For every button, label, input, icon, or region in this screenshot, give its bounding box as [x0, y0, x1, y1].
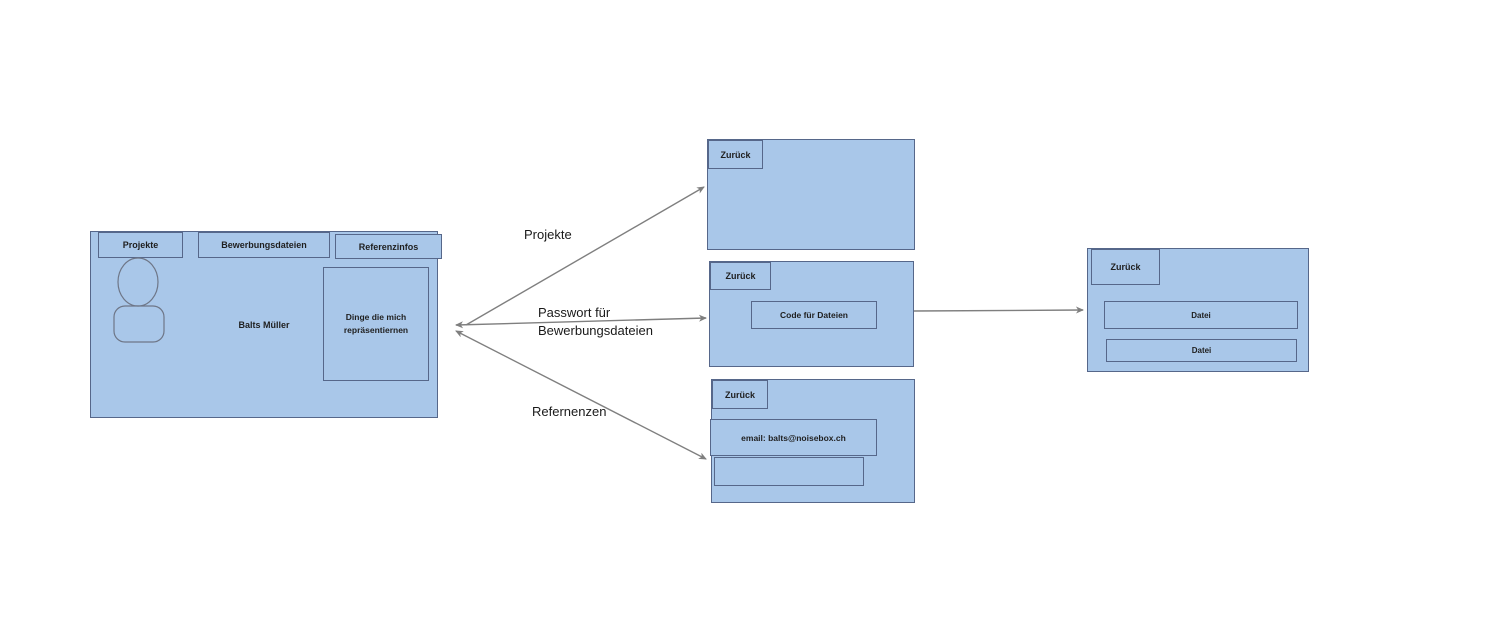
arrow-label-passwort-line1: Passwort für — [538, 305, 611, 320]
profile-card: Projekte Bewerbungsdateien Referenzinfos… — [90, 231, 442, 418]
arrow-label-projekte: Projekte — [524, 227, 572, 242]
empty-input-field[interactable] — [714, 457, 864, 486]
arrow-label-referenzen: Refernenzen — [532, 404, 607, 419]
back-button-passwort[interactable]: Zurück — [710, 262, 771, 290]
file-item-2[interactable]: Datei — [1106, 339, 1297, 362]
back-button-datei[interactable]: Zurück — [1091, 249, 1160, 285]
representative-things-box: Dinge die mich repräsentiernen — [323, 267, 429, 381]
passwort-page: Zurück Code für Dateien — [709, 261, 914, 367]
tab-referenzinfos[interactable]: Referenzinfos — [335, 234, 442, 259]
projekte-page: Zurück — [707, 139, 915, 250]
back-button-referenzen[interactable]: Zurück — [712, 380, 768, 409]
file-item-1[interactable]: Datei — [1104, 301, 1298, 329]
arrow-label-passwort: Passwort für Bewerbungsdateien — [538, 304, 653, 340]
referenzen-page: Zurück email: balts@noisebox.ch — [710, 379, 915, 503]
profile-name: Balts Müller — [238, 320, 290, 330]
datei-page: Zurück Datei Datei — [1087, 248, 1309, 372]
arrow-referenzen — [455, 330, 707, 460]
person-icon — [113, 257, 165, 343]
tab-projekte[interactable]: Projekte — [98, 232, 183, 258]
tab-bewerbungsdateien[interactable]: Bewerbungsdateien — [198, 232, 330, 258]
arrow-code-to-datei — [913, 306, 1084, 314]
code-input-field[interactable]: Code für Dateien — [751, 301, 877, 329]
back-button-projekte[interactable]: Zurück — [708, 140, 763, 169]
email-field[interactable]: email: balts@noisebox.ch — [710, 419, 877, 456]
arrow-label-passwort-line2: Bewerbungsdateien — [538, 323, 653, 338]
